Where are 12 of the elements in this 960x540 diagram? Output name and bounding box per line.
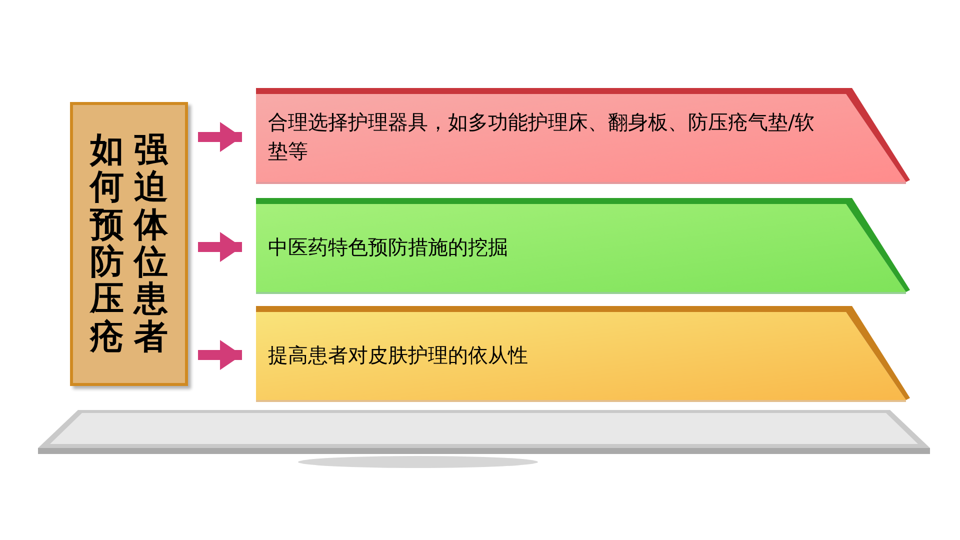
block-arrow [198,340,242,370]
block-arrow [198,122,242,152]
banner-text: 提高患者对皮肤护理的依从性 [268,342,528,368]
banner-shape [256,198,910,296]
banner-text: 中医药特色预防措施的挖掘 [268,234,508,260]
banner-shape [256,88,910,186]
title-box [70,102,188,386]
banner-text: 合理选择护理器具，如多功能护理床、翻身板、防压疮气垫/软垫等 [268,109,816,165]
banner-shape [256,306,910,404]
vertical-title-text: 强迫体位患者 [134,132,168,356]
block-arrow [198,232,242,262]
vertical-title-text: 如何预防压疮 [90,132,124,356]
